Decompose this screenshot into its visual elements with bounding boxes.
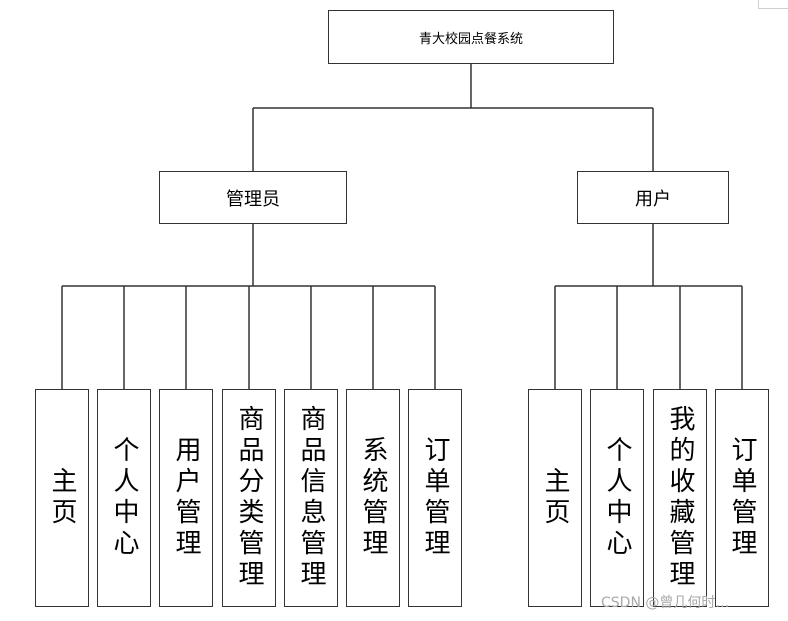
admin-child-label: 商品信息管理 [296, 405, 326, 591]
admin-child-node: 系统管理 [346, 389, 400, 607]
user-child-node: 个人中心 [590, 389, 644, 607]
watermark-text: CSDN @曾几何时… [601, 595, 730, 611]
user-child-label: 个人中心 [602, 436, 632, 560]
admin-child-node: 商品信息管理 [284, 389, 338, 607]
user-child-node: 主页 [528, 389, 582, 607]
user-node: 用户 [577, 171, 729, 224]
admin-child-node: 订单管理 [408, 389, 462, 607]
user-child-node: 订单管理 [715, 389, 769, 607]
admin-child-label: 商品分类管理 [234, 405, 264, 591]
admin-child-node: 用户管理 [159, 389, 213, 607]
admin-node-label: 管理员 [226, 188, 280, 210]
user-node-label: 用户 [635, 188, 671, 210]
root-node-label: 青大校园点餐系统 [418, 31, 523, 47]
user-child-node: 我的收藏管理 [653, 389, 707, 607]
user-child-label: 订单管理 [727, 436, 757, 560]
admin-child-label: 用户管理 [171, 436, 201, 560]
admin-child-label: 订单管理 [420, 436, 450, 560]
admin-child-label: 系统管理 [358, 436, 388, 560]
admin-node: 管理员 [159, 171, 347, 224]
user-child-label: 我的收藏管理 [665, 405, 695, 591]
user-child-label: 主页 [540, 467, 570, 529]
admin-child-node: 个人中心 [97, 389, 151, 607]
root-node: 青大校园点餐系统 [328, 10, 614, 64]
admin-child-node: 主页 [35, 389, 89, 607]
admin-child-node: 商品分类管理 [222, 389, 276, 607]
admin-child-label: 主页 [47, 467, 77, 529]
window-corner-fragment [758, 0, 788, 9]
admin-child-label: 个人中心 [109, 436, 139, 560]
